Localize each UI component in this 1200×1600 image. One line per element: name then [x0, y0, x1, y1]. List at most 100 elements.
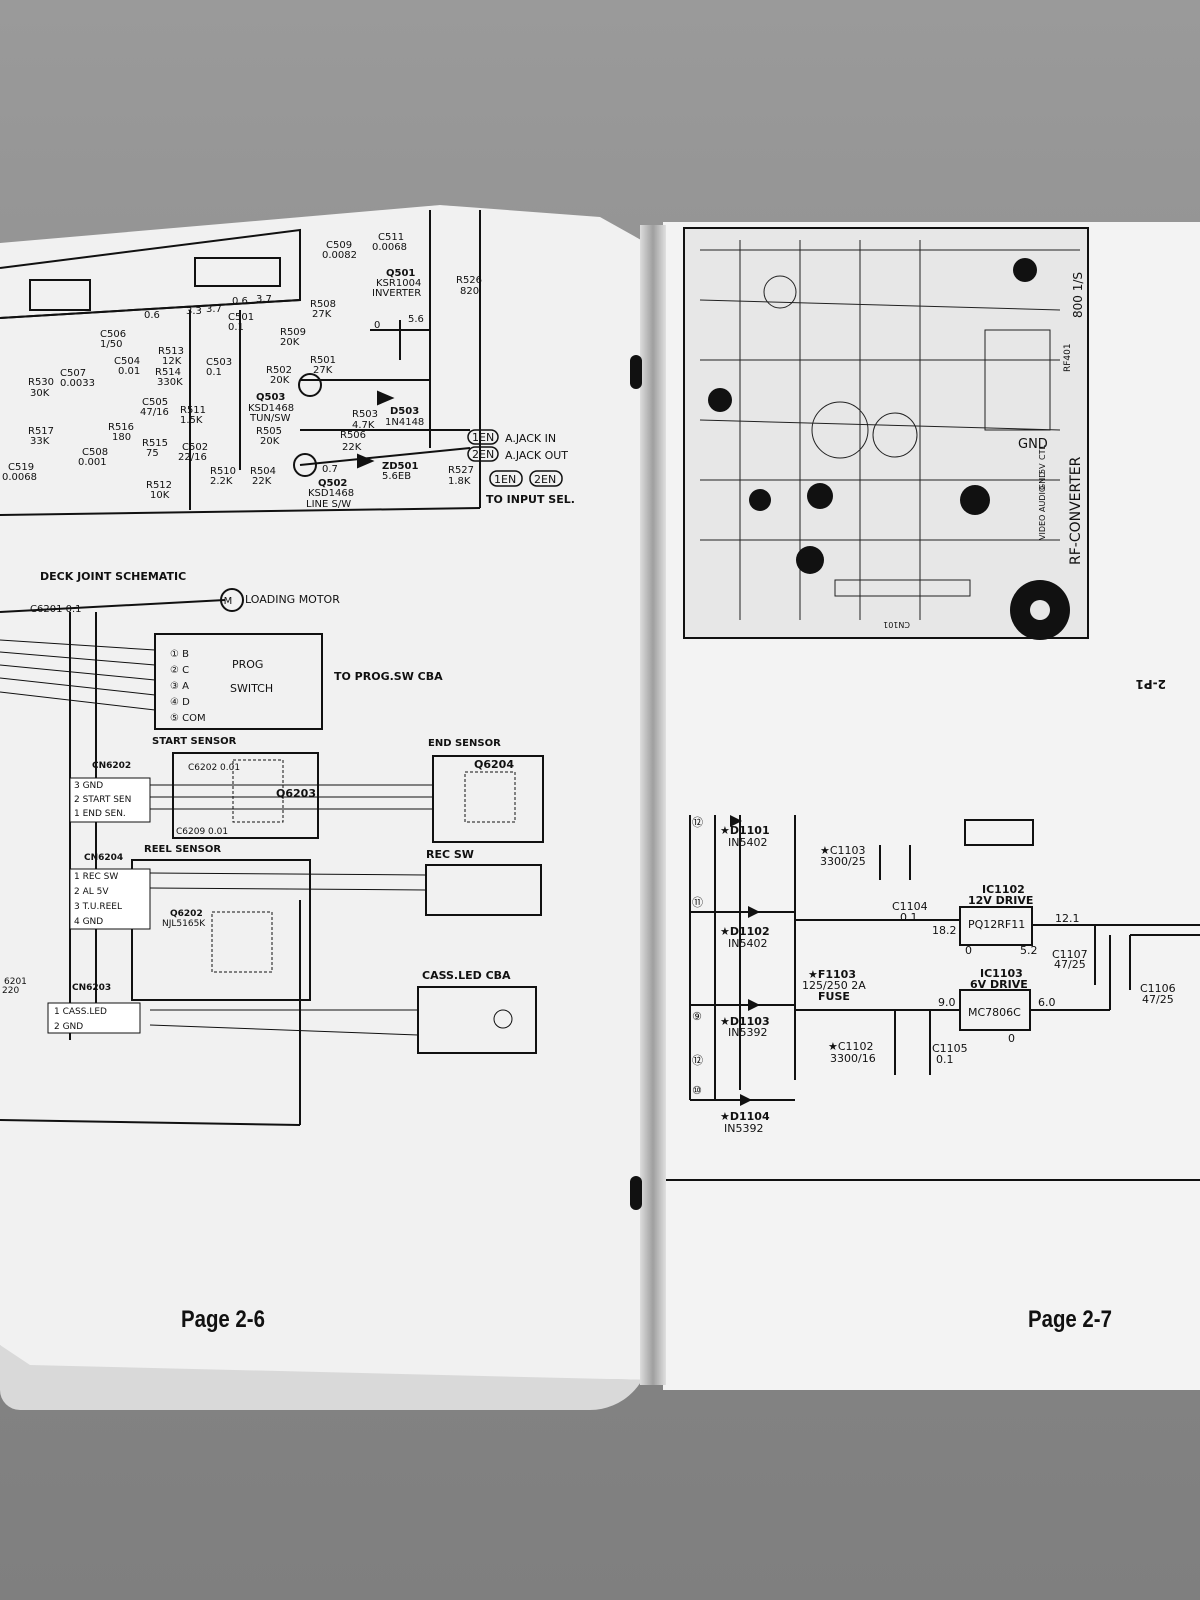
cap-label: C1104	[892, 900, 928, 913]
resistor-label: R509	[280, 327, 306, 338]
cap-value: 0.0068	[372, 242, 407, 253]
voltage-label: 12.1	[1055, 912, 1080, 925]
diode-part: IN5392	[724, 1122, 763, 1135]
resistor-value: 12K	[162, 356, 182, 367]
diode-part: IN5392	[728, 1026, 767, 1039]
resistor-value: 820	[460, 286, 479, 297]
switch-pin: ⑤ COM	[170, 713, 206, 724]
resistor-value: 20K	[270, 375, 290, 386]
resistor-label: R515	[142, 438, 168, 449]
switch-pin: ① B	[170, 649, 189, 660]
transistor-role: INVERTER	[372, 288, 421, 299]
pcb-label: 5V	[1038, 463, 1047, 474]
cap-label: C511	[378, 232, 404, 243]
resistor-label: R516	[108, 422, 134, 433]
cap-label: C503	[206, 357, 232, 368]
connector-label: CN6204	[84, 853, 123, 863]
left-page-number: Page 2-6	[181, 1306, 265, 1333]
diode-label: ★D1104	[720, 1110, 770, 1123]
led-title: CASS.LED CBA	[422, 969, 511, 982]
cap-label: C1105	[932, 1042, 968, 1055]
transistor-role: TUN/SW	[249, 413, 291, 424]
diode-label: ★D1101	[720, 824, 770, 837]
transistor-part: KSR1004	[376, 278, 421, 289]
switch-title: SWITCH	[230, 682, 273, 695]
connector-label: CN6202	[92, 761, 131, 771]
cap-label: C6202 0.01	[188, 763, 240, 773]
resistor-label: R513	[158, 346, 184, 357]
resistor-label: R527	[448, 465, 474, 476]
sensor-title: REEL SENSOR	[144, 844, 221, 855]
connector-pin: 3 T.U.REEL	[74, 902, 122, 912]
cap-label: C504	[114, 356, 140, 367]
connector-pin: 1 END SEN.	[74, 809, 126, 819]
diode-label: ZD501	[382, 461, 418, 472]
resistor-label: R526	[456, 275, 482, 286]
connector-pin: 4 GND	[74, 917, 103, 927]
resistor-label: R506	[340, 430, 366, 441]
cap-value: 0.01	[118, 366, 140, 377]
transistor-label: Q501	[386, 268, 415, 279]
voltage-label: 3.7	[206, 304, 222, 315]
transistor-part: KSD1468	[308, 488, 354, 499]
transistor-role: LINE S/W	[306, 499, 351, 510]
connector-pin: 1 CASS.LED	[54, 1007, 107, 1017]
cap-label: C501	[228, 312, 254, 323]
cap-value: 47/16	[140, 407, 169, 418]
resistor-label: R512	[146, 480, 172, 491]
connector-pin: 2 AL 5V	[74, 887, 109, 897]
switch-pin: ② C	[170, 665, 189, 676]
motor-label: LOADING MOTOR	[245, 593, 340, 606]
connector-pin: 2 GND	[54, 1022, 83, 1032]
cap-value: 0.001	[78, 457, 107, 468]
resistor-label: R505	[256, 426, 282, 437]
diode-part: IN5402	[728, 836, 767, 849]
ic-role: 12V DRIVE	[968, 894, 1033, 907]
cap-label: C505	[142, 397, 168, 408]
resistor-label: R514	[155, 367, 181, 378]
switch-title: PROG	[232, 658, 263, 671]
voltage-label: 5.6	[408, 314, 424, 325]
sensor-device: Q6202	[170, 909, 203, 919]
resistor-value: 75	[146, 448, 159, 459]
voltage-label: 9.0	[938, 996, 956, 1009]
cap-label: C506	[100, 329, 126, 340]
resistor-value: 20K	[260, 436, 280, 447]
switch-pin: ④ D	[170, 697, 190, 708]
jack-label: A.JACK OUT	[505, 449, 568, 462]
diode-part: 5.6EB	[382, 471, 411, 482]
cap-value: 0.0082	[322, 250, 357, 261]
cap-label: C509	[326, 240, 352, 251]
pin-mark: ⑩	[692, 1084, 702, 1097]
cap-label: ★C1102	[828, 1040, 874, 1053]
page-ref: 2-P1	[1136, 677, 1166, 691]
section-title: DECK JOINT SCHEMATIC	[40, 570, 186, 583]
pcb-label: CTL	[1038, 445, 1047, 460]
jack-label: A.JACK IN	[505, 432, 556, 445]
cap-label: C502	[182, 442, 208, 453]
resistor-label: R502	[266, 365, 292, 376]
switch-target: TO PROG.SW CBA	[334, 670, 443, 683]
resistor-value: 22K	[252, 476, 272, 487]
resistor-label: R508	[310, 299, 336, 310]
jack-label: 1EN	[472, 431, 494, 444]
pin-mark: ⑫	[692, 816, 703, 829]
sensor-part: NJL5165K	[162, 919, 206, 929]
resistor-value: 27K	[312, 309, 332, 320]
ic-label: IC1102	[982, 883, 1025, 896]
cap-value: 0.1	[206, 367, 222, 378]
resistor-label: R503	[352, 409, 378, 420]
cap-value: 0.1	[936, 1053, 954, 1066]
cap-value: 3300/16	[830, 1052, 876, 1065]
binding-hole	[630, 1176, 642, 1210]
resistor-value: 20K	[280, 337, 300, 348]
resistor-value: 30K	[30, 388, 50, 399]
resistor-value: 33K	[30, 436, 50, 447]
svg-text:M: M	[224, 596, 233, 607]
resistor-value: 220	[2, 986, 19, 996]
voltage-label: 0	[1008, 1032, 1015, 1045]
pin-mark: ⑫	[692, 1054, 703, 1067]
voltage-label: 0.6	[144, 310, 160, 321]
cap-label: C6201 0.1	[30, 604, 82, 615]
